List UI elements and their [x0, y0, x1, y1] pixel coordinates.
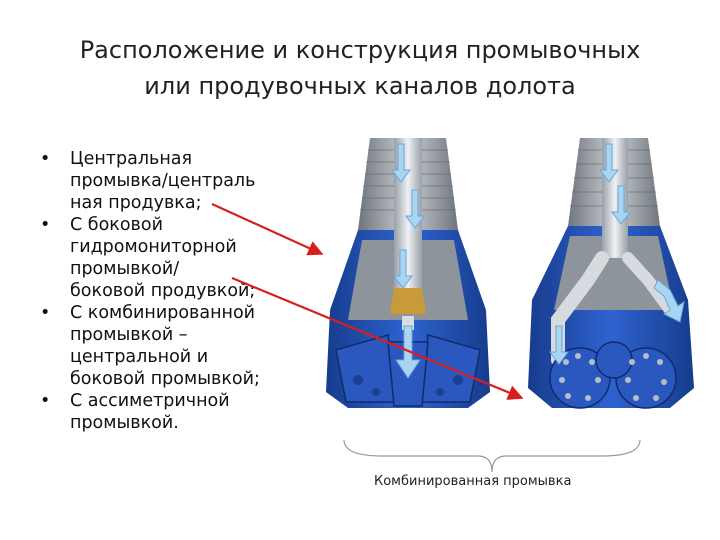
bullet-dot: • — [40, 303, 51, 323]
drill-bits-illustration — [326, 138, 694, 409]
slide-title: Расположение и конструкция промывочных и… — [0, 32, 720, 104]
bullet-item-central: • Центральная промывка/централь ная прод… — [40, 148, 300, 214]
bullet-line: Центральная — [70, 149, 193, 169]
bullet-line: С ассиметричной — [70, 391, 230, 411]
right-drill-bit — [528, 138, 694, 409]
bullet-line: центральной и — [70, 347, 209, 367]
bullet-item-asymmetric: • С ассиметричной промывкой. — [40, 390, 300, 434]
figure-caption: Комбинированная промывка — [374, 474, 572, 489]
bullet-line: промывкой. — [70, 413, 179, 433]
title-line-1: Расположение и конструкция промывочных — [79, 36, 641, 64]
bullet-line: промывкой/ — [70, 259, 180, 279]
bullet-line: промывкой – — [70, 325, 188, 345]
bullet-line: боковой промывкой; — [70, 369, 260, 389]
bullet-line: промывка/централь — [70, 171, 256, 191]
bullet-item-combined: • С комбинированной промывкой – централь… — [40, 302, 300, 390]
bullet-line: ная продувка; — [70, 193, 202, 213]
bullet-list: • Центральная промывка/централь ная прод… — [40, 148, 300, 434]
bullet-line: гидромониторной — [70, 237, 237, 257]
bullet-line: боковой продувкой; — [70, 281, 256, 301]
bullet-line: С боковой — [70, 215, 163, 235]
bullet-dot: • — [40, 215, 51, 235]
bullet-item-side: • С боковой гидромониторной промывкой/ б… — [40, 214, 300, 302]
bullet-dot: • — [40, 391, 51, 411]
left-drill-bit — [326, 138, 490, 408]
bullet-line: С комбинированной — [70, 303, 256, 323]
curly-brace — [343, 439, 641, 473]
title-line-2: или продувочных каналов долота — [144, 72, 576, 100]
bullet-dot: • — [40, 149, 51, 169]
